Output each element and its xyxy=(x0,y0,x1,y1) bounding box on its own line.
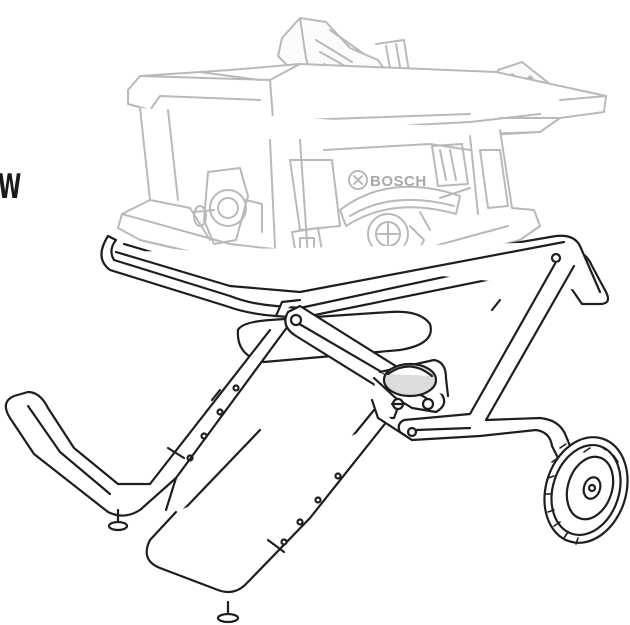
rear-leg xyxy=(145,408,390,594)
cropped-heading-letter: W xyxy=(0,167,21,207)
left-leg-handle xyxy=(4,324,290,517)
wheel-arm xyxy=(397,260,576,464)
table-saw: BOSCH xyxy=(117,17,607,271)
gravity-rise-stand xyxy=(4,234,629,624)
transport-wheel xyxy=(543,436,629,545)
saw-brand-logo: BOSCH xyxy=(370,173,427,190)
top-rail-frame xyxy=(100,234,610,331)
